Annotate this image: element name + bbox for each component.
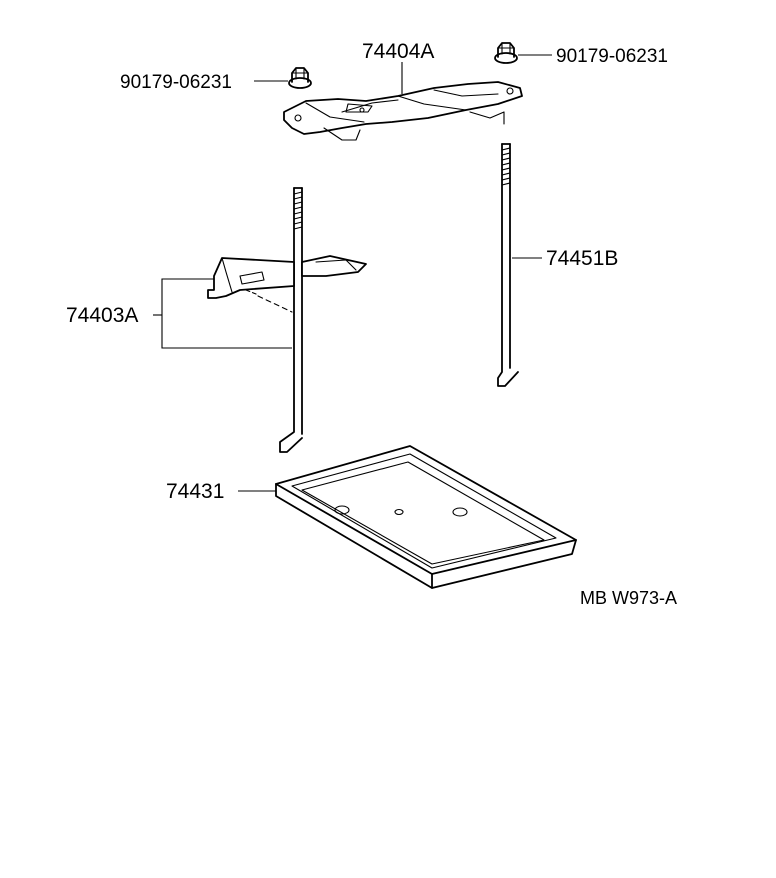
figure-code: MB W973-A xyxy=(580,588,677,608)
hold-down-rod-left xyxy=(279,187,303,453)
battery-clamp xyxy=(283,81,523,141)
label-tray: 74431 xyxy=(166,480,224,503)
hold-down-rod-right xyxy=(497,143,519,387)
leader-lines xyxy=(153,54,552,492)
label-clamp: 74404A xyxy=(362,40,434,63)
label-rod-right: 74451B xyxy=(546,247,618,270)
flange-nut-right xyxy=(494,42,518,64)
battery-bracket xyxy=(207,255,367,313)
flange-nut-left xyxy=(288,67,312,89)
label-bracket: 74403A xyxy=(66,304,138,327)
label-nut-left: 90179-06231 xyxy=(120,72,232,93)
battery-tray xyxy=(275,445,577,589)
label-nut-right: 90179-06231 xyxy=(556,46,668,67)
